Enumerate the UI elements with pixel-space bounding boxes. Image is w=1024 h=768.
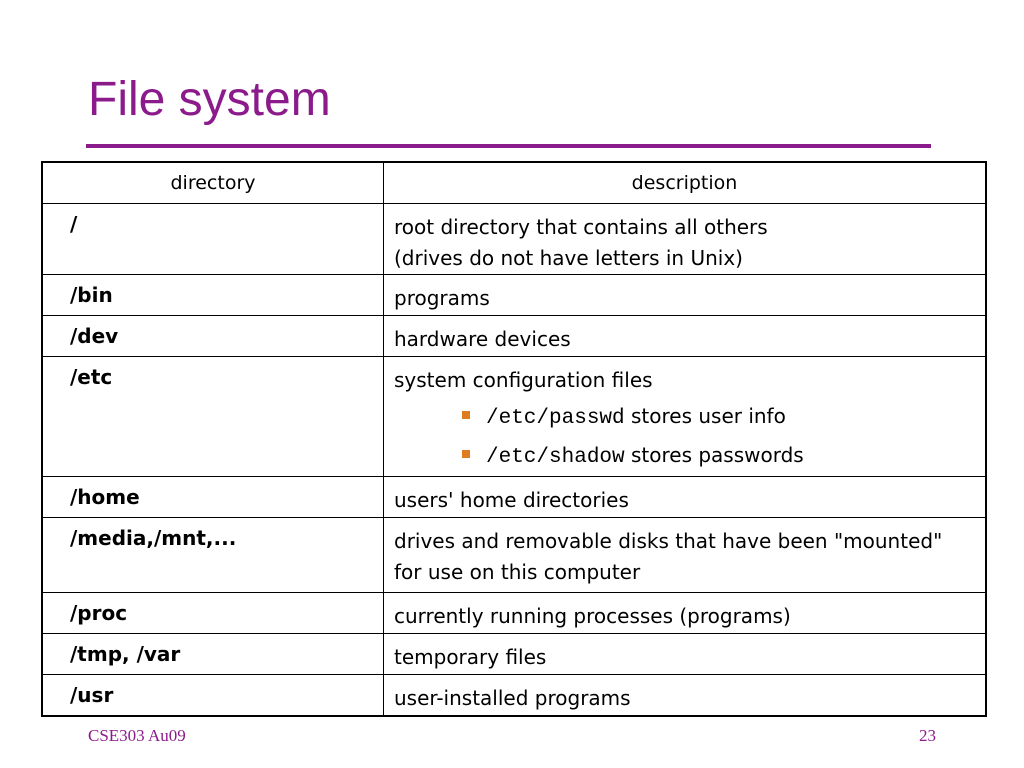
code-path: /etc/passwd (486, 407, 625, 430)
description-text: system configuration files (394, 368, 653, 392)
sub-bullet-list: /etc/passwd stores user info /etc/shadow… (394, 398, 985, 476)
list-item: /etc/shadow stores passwords (462, 437, 985, 476)
table-row: /usr user-installed programs (41, 674, 987, 716)
table-row: /bin programs (41, 274, 987, 316)
description-cell: hardware devices (383, 315, 987, 357)
table-row: / root directory that contains all other… (41, 203, 987, 275)
directory-cell: /dev (41, 315, 384, 357)
description-text: temporary files (394, 645, 547, 669)
list-item-text: stores passwords (624, 443, 804, 467)
description-text: for use on this computer (394, 560, 641, 584)
code-path: /etc/shadow (486, 446, 625, 469)
directory-cell: /proc (41, 592, 384, 634)
table-row: /media,/mnt,... drives and removable dis… (41, 517, 987, 593)
file-system-table: directory description / root directory t… (41, 161, 987, 717)
list-item: /etc/passwd stores user info (462, 398, 985, 437)
description-cell: users' home directories (383, 476, 987, 518)
description-cell: temporary files (383, 633, 987, 675)
description-text: user-installed programs (394, 686, 631, 710)
description-cell: drives and removable disks that have bee… (383, 517, 987, 593)
directory-cell: /tmp, /var (41, 633, 384, 675)
footer-course-label: CSE303 Au09 (88, 726, 186, 745)
table-row: /dev hardware devices (41, 315, 987, 357)
directory-cell: / (41, 203, 384, 275)
description-cell: currently running processes (programs) (383, 592, 987, 634)
directory-cell: /bin (41, 274, 384, 316)
table-row: /etc system configuration files /etc/pas… (41, 356, 987, 477)
description-cell: programs (383, 274, 987, 316)
description-text: users' home directories (394, 488, 629, 512)
square-bullet-icon (462, 411, 470, 419)
table-row: /home users' home directories (41, 476, 987, 518)
page-number: 23 (919, 726, 936, 745)
table-row: /tmp, /var temporary files (41, 633, 987, 675)
column-header-description: description (383, 161, 987, 204)
slide-title: File system (88, 73, 331, 126)
description-cell: root directory that contains all others … (383, 203, 987, 275)
directory-cell: /usr (41, 674, 384, 716)
description-cell: system configuration files /etc/passwd s… (383, 356, 987, 477)
description-text: currently running processes (programs) (394, 604, 791, 628)
description-text: root directory that contains all others (394, 215, 768, 239)
column-header-directory: directory (41, 161, 384, 204)
table-row: /proc currently running processes (progr… (41, 592, 987, 634)
description-cell: user-installed programs (383, 674, 987, 716)
description-text: (drives do not have letters in Unix) (394, 246, 743, 270)
table-header-row: directory description (41, 161, 987, 204)
square-bullet-icon (462, 450, 470, 458)
list-item-text: stores user info (624, 404, 786, 428)
description-text: programs (394, 286, 490, 310)
title-underline (86, 144, 931, 148)
description-text: hardware devices (394, 327, 571, 351)
directory-cell: /home (41, 476, 384, 518)
directory-cell: /etc (41, 356, 384, 477)
directory-cell: /media,/mnt,... (41, 517, 384, 593)
description-text: drives and removable disks that have bee… (394, 529, 943, 553)
